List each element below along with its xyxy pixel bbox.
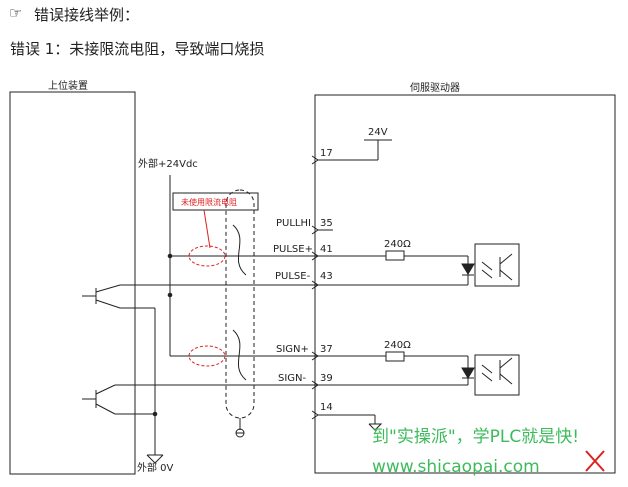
optocoupler-1 (474, 243, 520, 287)
resistor-pulse (385, 250, 405, 261)
pullhi-label: PULLHI (276, 218, 311, 229)
optocoupler-2 (474, 354, 520, 396)
heading: ☞ 错误接线举例： (9, 4, 140, 25)
host-device-box (9, 91, 136, 475)
ext-0v-label: 外部 0V (137, 461, 174, 474)
heading-text: 错误接线举例： (34, 6, 140, 24)
pin-14: 14 (320, 402, 333, 413)
shield-cable (225, 189, 255, 419)
ext-24v-label: 外部+24Vdc (138, 157, 198, 170)
note-box (172, 192, 259, 211)
pin-39: 39 (320, 373, 333, 384)
servo-drive-box (314, 94, 616, 474)
pulse-minus-label: PULSE- (275, 271, 311, 282)
host-label: 上位装置 (48, 79, 88, 92)
resistor-sign (385, 351, 405, 362)
fault-ellipse-2 (188, 345, 226, 367)
pin-17: 17 (320, 148, 333, 159)
pin-37: 37 (320, 344, 333, 355)
pulse-plus-label: PULSE+ (273, 244, 313, 255)
fault-ellipse-1 (188, 245, 226, 267)
resistor-sign-label: 240Ω (384, 340, 411, 351)
subheading: 错误 1：未接限流电阻，导致端口烧损 (10, 40, 265, 58)
sign-minus-label: SIGN- (278, 373, 307, 384)
sign-plus-label: SIGN+ (276, 344, 309, 355)
note-text: 未使用限流电阻 (181, 197, 237, 207)
pin-41: 41 (320, 244, 333, 255)
pin-35: 35 (320, 218, 333, 229)
servo-label: 伺服驱动器 (410, 81, 460, 94)
pin-43: 43 (320, 271, 333, 282)
resistor-pulse-label: 240Ω (384, 239, 411, 250)
watermark-line2: www.shicaopai.com (372, 457, 540, 477)
pointing-hand-icon: ☞ (9, 4, 23, 22)
v24-label: 24V (368, 127, 388, 138)
watermark-line1: 到"实操派"，学PLC就是快! (372, 427, 579, 447)
